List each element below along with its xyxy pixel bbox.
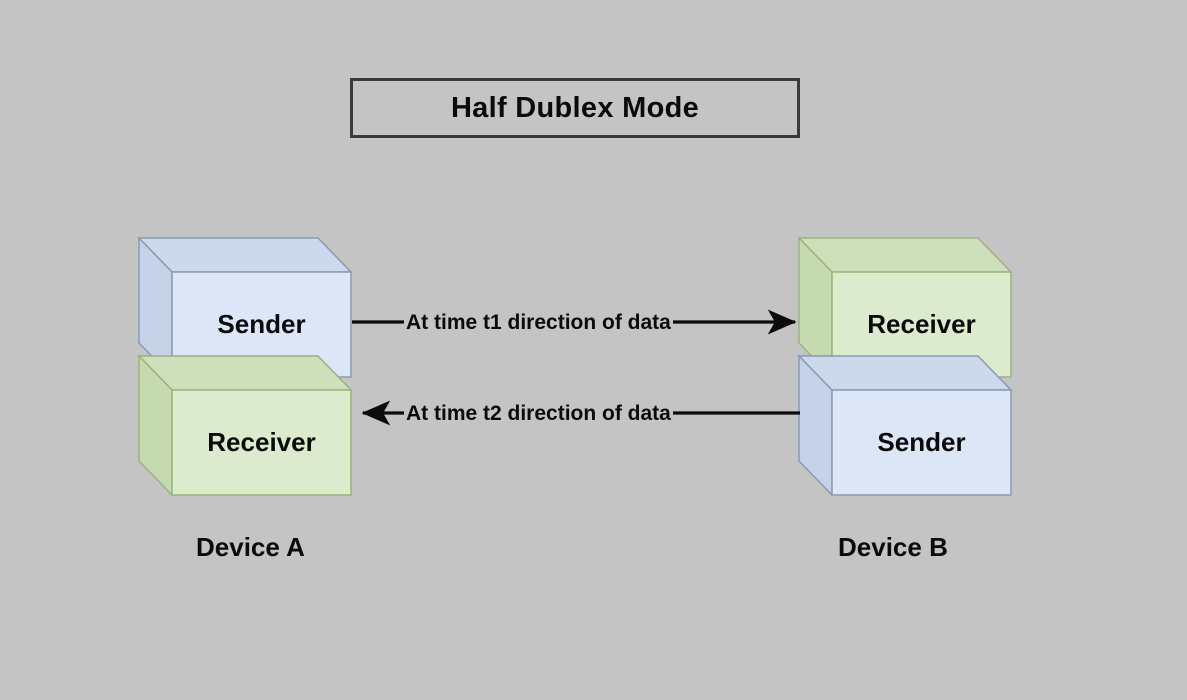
diagram-title-box: Half Dublex Mode [350,78,800,138]
cube-device-b-sender: Sender [797,354,1013,497]
cube-front-face [171,389,352,496]
arrow-label-t2: At time t2 direction of data [404,402,673,426]
arrow-label-t1: At time t1 direction of data [404,311,673,335]
cube-top-face [797,237,1013,273]
cube-front-face [831,389,1012,496]
cube-top-face [137,237,353,273]
cube-shape-blue [797,354,1013,497]
device-a-caption: Device A [196,532,305,562]
diagram-title-text: Half Dublex Mode [450,91,700,124]
cube-shape-green [137,354,353,497]
cube-device-a-receiver: Receiver [137,354,353,497]
cube-top-face [137,355,353,391]
device-b-caption: Device B [838,532,948,562]
cube-top-face [797,355,1013,391]
